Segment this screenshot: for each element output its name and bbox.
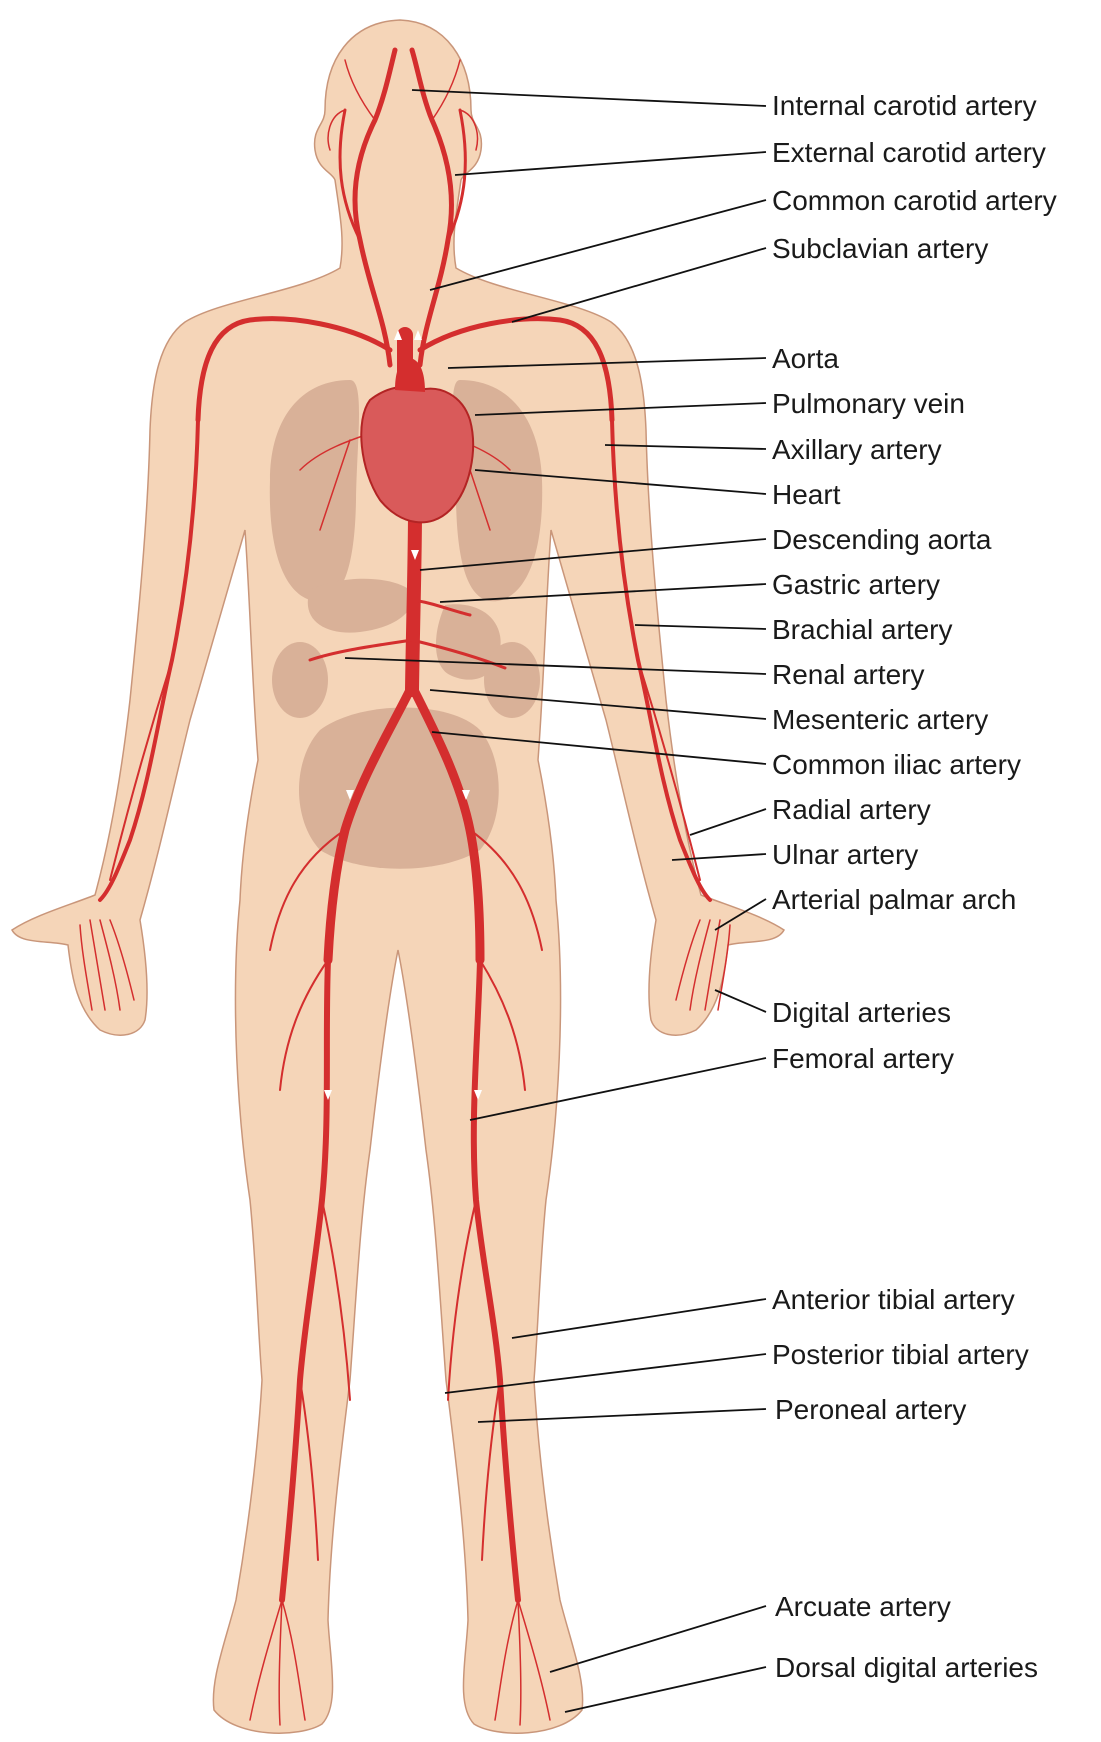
label-ulnar-artery: Ulnar artery: [772, 839, 918, 870]
leader-common-carotid: [430, 200, 766, 290]
label-common-iliac-artery: Common iliac artery: [772, 749, 1021, 780]
leader-anterior-tibial: [512, 1299, 766, 1338]
leader-dorsal-digital: [565, 1667, 766, 1712]
label-arcuate-artery: Arcuate artery: [775, 1591, 951, 1622]
label-renal-artery: Renal artery: [772, 659, 925, 690]
label-pulmonary-vein: Pulmonary vein: [772, 388, 965, 419]
label-arterial-palmar-arch: Arterial palmar arch: [772, 884, 1016, 915]
label-aorta: Aorta: [772, 343, 839, 374]
label-dorsal-digital-arteries: Dorsal digital arteries: [775, 1652, 1038, 1683]
left-kidney: [484, 642, 540, 718]
label-external-carotid-artery: External carotid artery: [772, 137, 1046, 168]
label-subclavian-artery: Subclavian artery: [772, 233, 988, 264]
label-brachial-artery: Brachial artery: [772, 614, 953, 645]
label-peroneal-artery: Peroneal artery: [775, 1394, 966, 1425]
label-posterior-tibial-artery: Posterior tibial artery: [772, 1339, 1029, 1370]
leader-digital: [715, 990, 766, 1012]
label-internal-carotid-artery: Internal carotid artery: [772, 90, 1037, 121]
leader-subclavian: [512, 248, 766, 322]
leader-arcuate: [550, 1606, 766, 1672]
labels: Internal carotid artery External carotid…: [772, 90, 1057, 1683]
right-kidney: [272, 642, 328, 718]
label-common-carotid-artery: Common carotid artery: [772, 185, 1057, 216]
label-anterior-tibial-artery: Anterior tibial artery: [772, 1284, 1015, 1315]
label-descending-aorta: Descending aorta: [772, 524, 992, 555]
label-gastric-artery: Gastric artery: [772, 569, 940, 600]
label-digital-arteries: Digital arteries: [772, 997, 951, 1028]
leader-external-carotid: [455, 152, 766, 175]
leader-radial: [690, 809, 766, 835]
label-mesenteric-artery: Mesenteric artery: [772, 704, 988, 735]
label-heart: Heart: [772, 479, 841, 510]
label-radial-artery: Radial artery: [772, 794, 931, 825]
label-femoral-artery: Femoral artery: [772, 1043, 954, 1074]
label-axillary-artery: Axillary artery: [772, 434, 942, 465]
